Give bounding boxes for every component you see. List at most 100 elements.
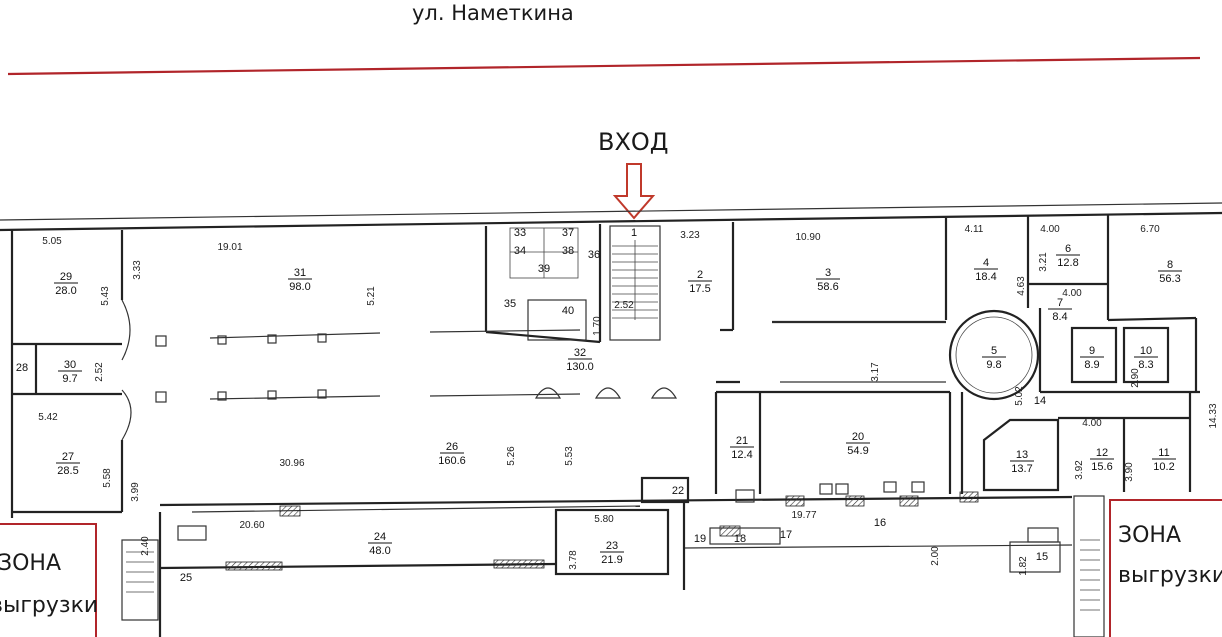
dimension-d-4-00a: 4.00 [1040,224,1060,235]
entrance-label: ВХОД [598,128,669,156]
room-number: 27 [62,451,74,463]
room-29: 29 28.0 [54,271,78,297]
zone-right-line1: ЗОНА [1118,523,1181,548]
room-label-28: 28 [16,362,28,374]
dimension-d-19-77: 19.77 [791,510,816,521]
room-label-34: 34 [514,245,526,257]
room-2: 217.5 [688,269,712,295]
room-area: 56.3 [1159,273,1180,285]
room-area: 8.3 [1138,359,1153,371]
room-area: 54.9 [847,445,868,457]
room-number: 26 [446,441,458,453]
room-23: 23 21.9 [600,540,624,566]
dimension-d-5-21: 5.21 [366,286,377,306]
room-number: 31 [294,267,306,279]
display-counters [155,321,1059,545]
dimension-d-3-23: 3.23 [680,230,700,241]
room-area: 98.0 [289,281,310,293]
room-label-22: 22 [672,485,684,497]
room-number: 8 [1167,259,1173,271]
room-number: 13 [1016,449,1028,461]
room-area: 28.0 [55,285,76,297]
room-21: 21 12.4 [730,435,754,461]
street-name: ул. Наметкина [412,1,574,25]
room-label-14: 14 [1034,395,1046,407]
room-label-15: 15 [1036,551,1048,563]
room-6: 612.8 [1056,243,1080,269]
room-label-33: 33 [514,227,526,239]
dimension-d-2-52b: 2.52 [614,300,634,311]
room-label-35: 35 [504,298,516,310]
room-area: 12.4 [731,449,752,461]
street-line [7,56,1201,76]
room-24: 24 48.0 [368,531,392,557]
dimension-d-4-00c: 4.00 [1082,418,1102,429]
room-label-25: 25 [180,572,192,584]
room-number: 23 [606,540,618,552]
dimension-d-4-63: 4.63 [1016,276,1027,296]
room-number: 6 [1065,243,1071,255]
dimension-d-5-80: 5.80 [594,514,614,525]
dimension-d-3-92: 3.92 [1074,460,1085,480]
wall-hatching [225,491,979,571]
room-label-16: 16 [874,517,886,529]
dimension-d-20-60: 20.60 [239,520,264,531]
dimension-d-3-99: 3.99 [130,482,141,502]
dimension-d-2-40: 2.40 [140,536,151,556]
dimension-d-1-82: 1.82 [1018,556,1029,576]
room-area: 130.0 [566,361,594,373]
room-area: 58.6 [817,281,838,293]
room-number: 7 [1057,297,1063,309]
dimension-d-3-17: 3.17 [870,362,881,382]
dimension-d-19-01: 19.01 [217,242,242,253]
dimension-d-1-70: 1.70 [592,316,603,336]
dimension-d-2-52a: 2.52 [94,362,105,382]
room-number: 21 [736,435,748,447]
room-area: 18.4 [975,271,996,283]
dimension-d-3-21: 3.21 [1038,252,1049,272]
room-area: 15.6 [1091,461,1112,473]
dimension-d-2-90: 2.90 [1130,368,1141,388]
room-label-36: 36 [588,249,600,261]
room-number: 5 [991,345,997,357]
room-number: 2 [697,269,703,281]
room-5: 59.8 [982,345,1006,371]
room-32: 32 130.0 [566,347,594,373]
room-area: 48.0 [369,545,390,557]
room-area: 9.8 [986,359,1001,371]
zone-right-line2: выгрузки [1118,563,1222,588]
room-10: 108.3 [1134,345,1158,371]
dimension-d-5-43: 5.43 [100,286,111,306]
dimension-d-5-58: 5.58 [102,468,113,488]
room-area: 10.2 [1153,461,1174,473]
room-label-37: 37 [562,227,574,239]
room-11: 11 10.2 [1152,447,1176,473]
dimension-d-4-00b: 4.00 [1062,288,1082,299]
room-number: 12 [1096,447,1108,459]
zone-left-line2: выгрузки [0,593,98,618]
room-number: 9 [1089,345,1095,357]
room-area: 21.9 [601,554,622,566]
room-number: 29 [60,271,72,283]
dimension-d-5-53: 5.53 [564,446,575,466]
room-number: 24 [374,531,386,543]
dimension-d-5-05: 5.05 [42,236,62,247]
room-12: 12 15.6 [1090,447,1114,473]
room-26: 26 160.6 [438,441,466,467]
room-number: 32 [574,347,586,359]
room-number: 10 [1140,345,1152,357]
room-number: 11 [1158,447,1169,459]
room-area: 160.6 [438,455,466,467]
room-area: 28.5 [57,465,78,477]
room-label-38: 38 [562,245,574,257]
dimension-d-3-33: 3.33 [132,260,143,280]
zone-left-line1: ЗОНА [0,551,61,576]
dimension-d-6-70: 6.70 [1140,224,1160,235]
room-number: 30 [64,359,76,371]
room-label-19: 19 [694,533,706,545]
